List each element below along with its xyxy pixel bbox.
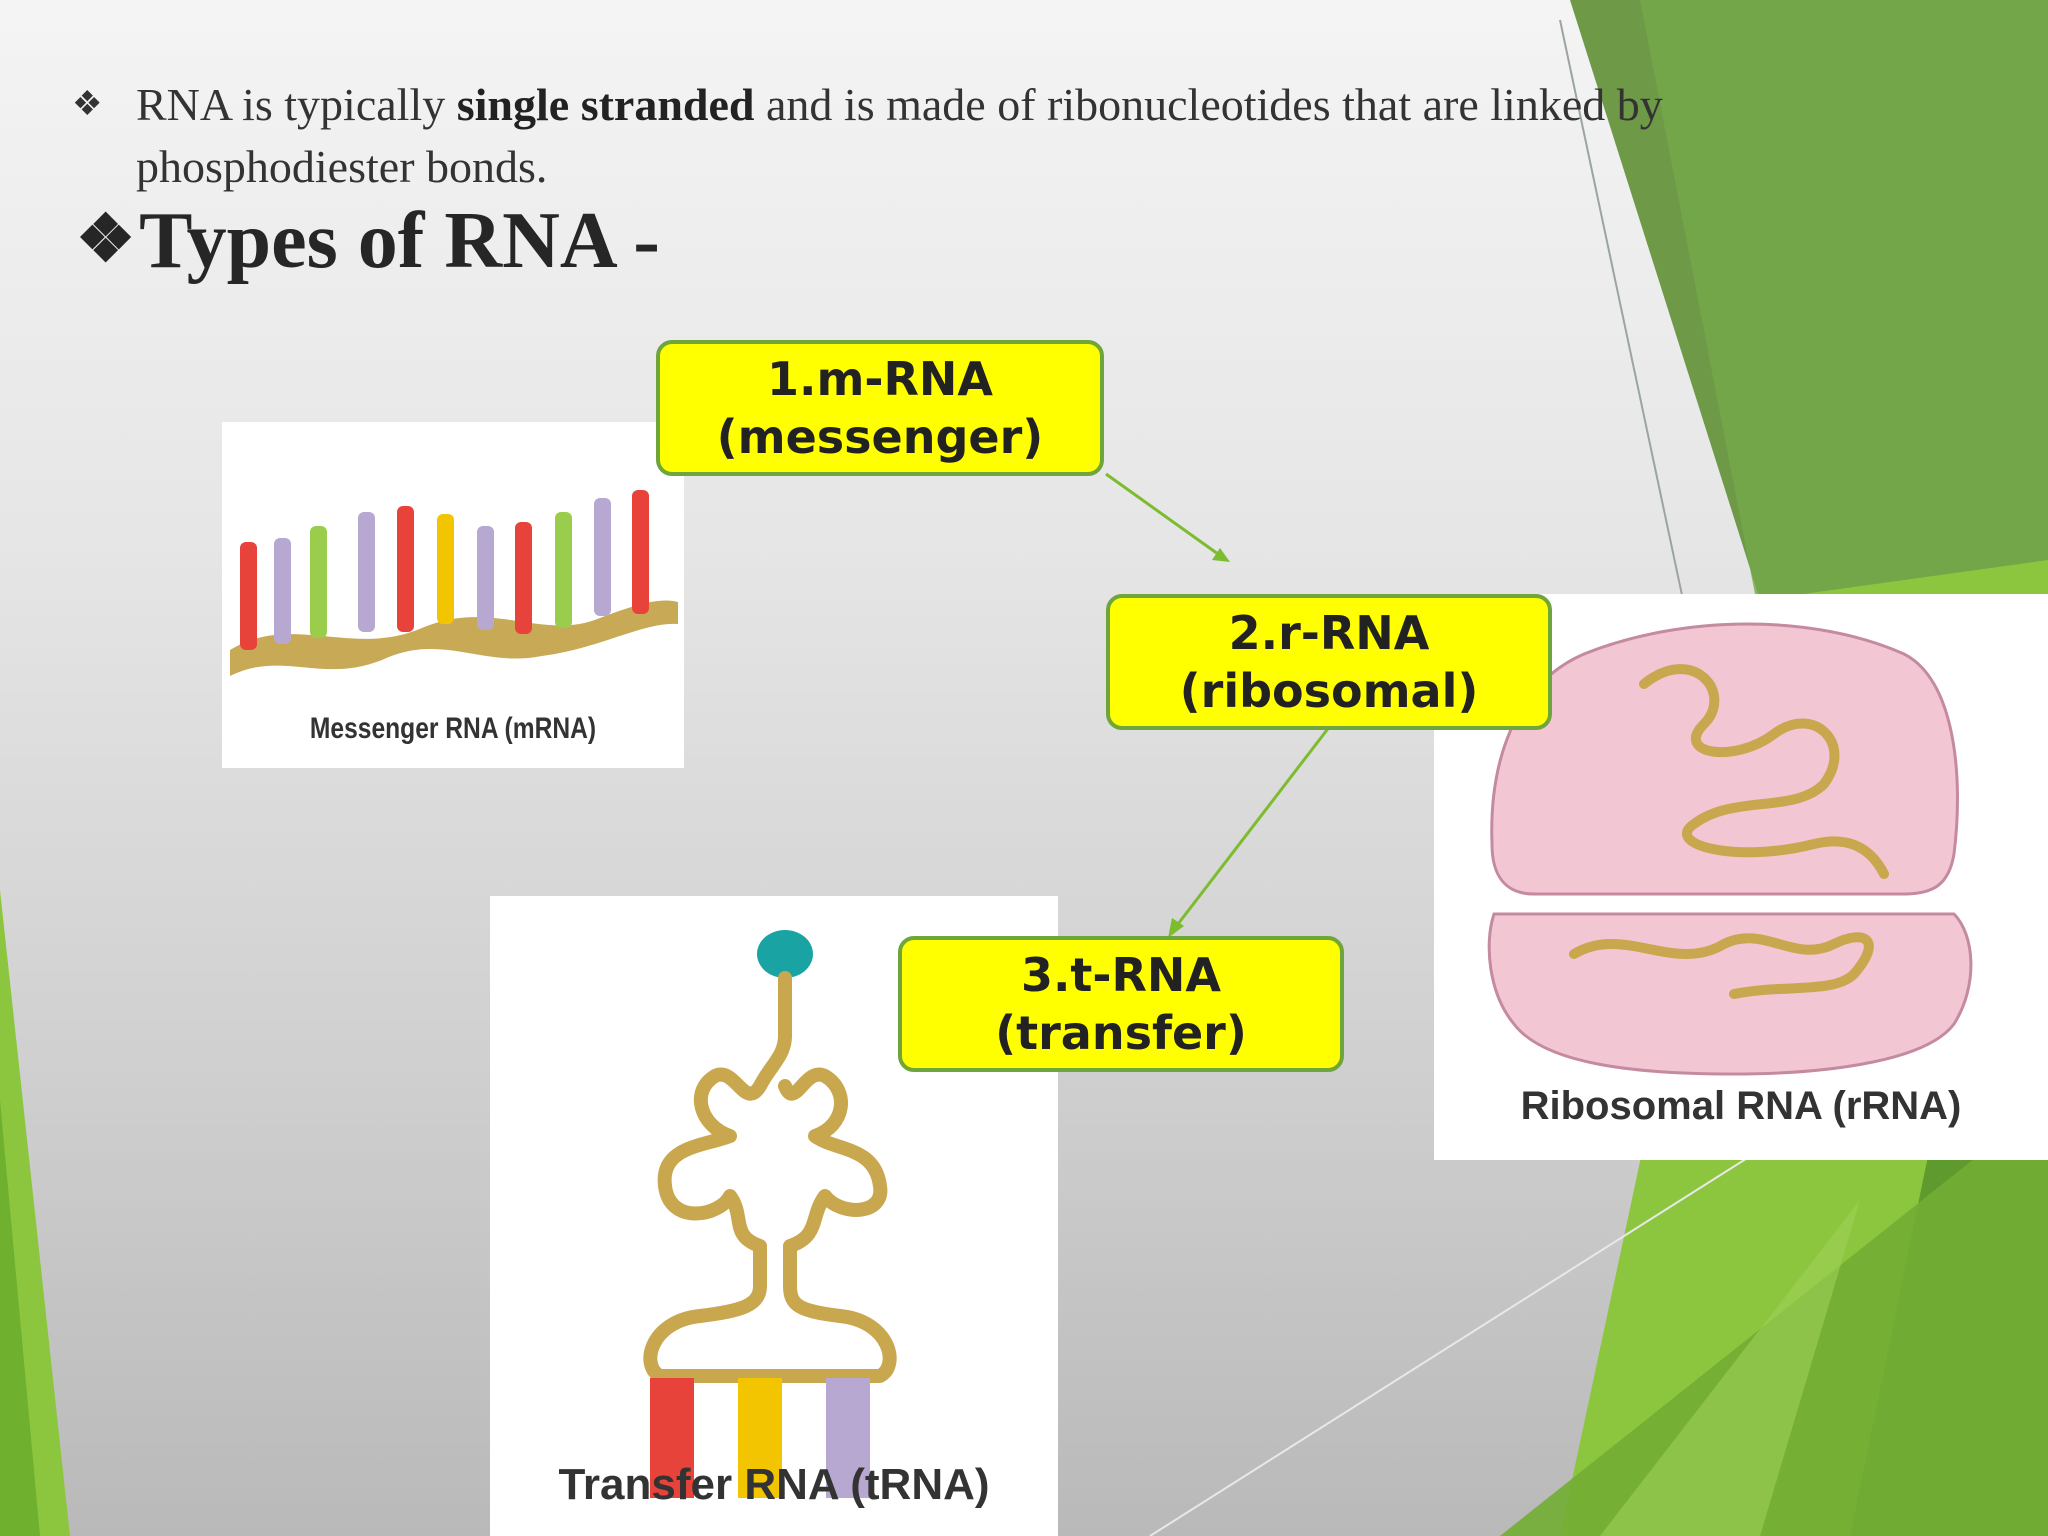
trna-label-line2: (transfer) [995, 1006, 1247, 1060]
diamond-bullet-icon: ❖ [72, 86, 103, 123]
rrna-label-line1: 2.r-RNA [1228, 606, 1430, 660]
intro-bullet: ❖ RNA is typically single stranded and i… [72, 74, 1792, 198]
mrna-label-box: 1.m-RNA (messenger) [656, 340, 1104, 476]
heading-text: Types of RNA - [139, 197, 660, 285]
trna-image: Transfer RNA (tRNA) [490, 896, 1058, 1536]
trna-illustration [643, 930, 897, 1498]
rrna-label-line2: (ribosomal) [1179, 664, 1479, 718]
rrna-illustration [1487, 622, 1973, 1076]
slide-heading: ❖Types of RNA - [76, 196, 660, 287]
mrna-image: Messenger RNA (mRNA) [222, 422, 684, 768]
trna-label-line1: 3.t-RNA [1020, 948, 1222, 1002]
trna-caption: Transfer RNA (tRNA) [558, 1460, 990, 1509]
intro-bold-text: single stranded [456, 79, 755, 130]
mrna-caption: Messenger RNA (mRNA) [309, 712, 597, 745]
diamond-bullet-icon: ❖ [76, 203, 136, 276]
mrna-illustration [230, 490, 678, 676]
rrna-image: Ribosomal RNA (rRNA) [1434, 594, 2048, 1160]
mrna-label-line1: 1.m-RNA [766, 352, 994, 406]
trna-label-box: 3.t-RNA (transfer) [898, 936, 1344, 1072]
rrna-label-box: 2.r-RNA (ribosomal) [1106, 594, 1552, 730]
intro-text: RNA is typically single stranded and is … [136, 79, 1663, 192]
rrna-caption: Ribosomal RNA (rRNA) [1520, 1084, 1962, 1128]
mrna-label-line2: (messenger) [716, 410, 1044, 464]
